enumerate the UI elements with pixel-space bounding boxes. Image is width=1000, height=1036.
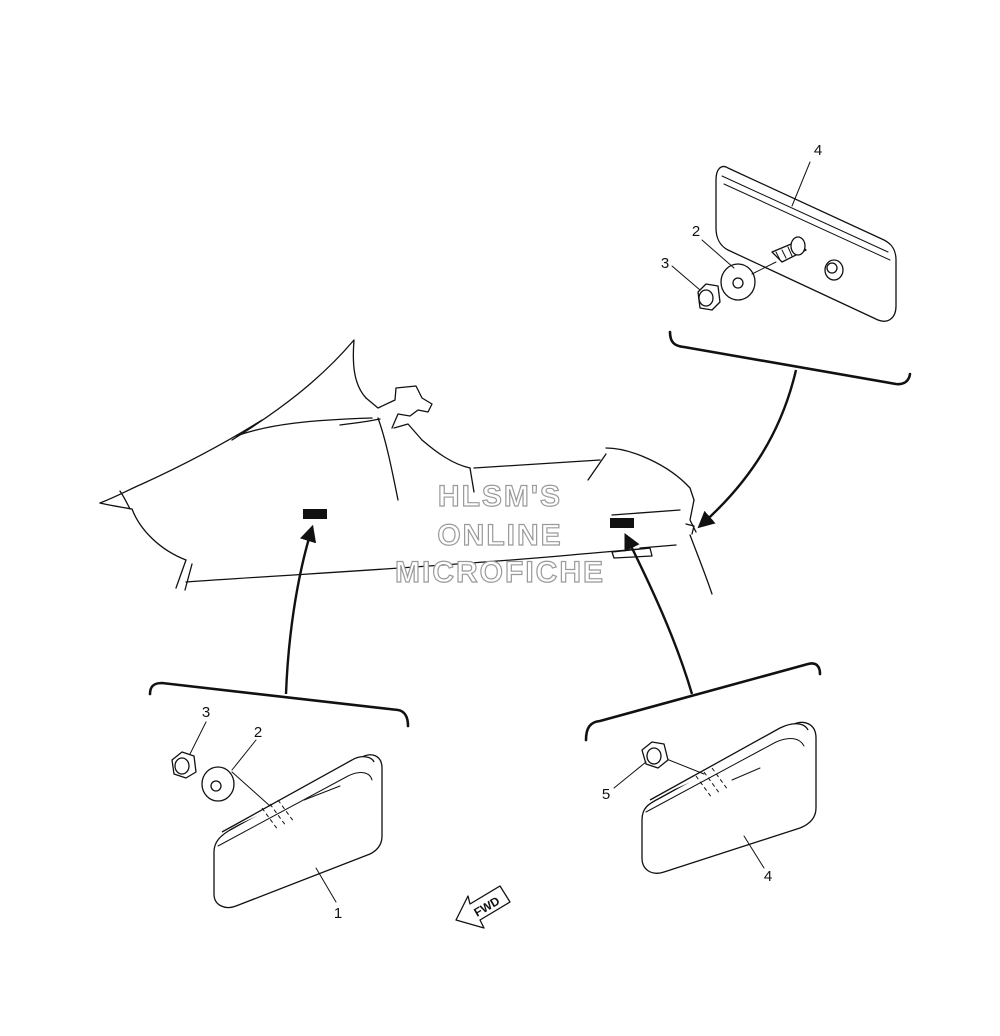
- snowmobile-outline: [99, 339, 713, 595]
- front-reflector-location-marker: [303, 509, 327, 519]
- watermark-line-2: ONLINE: [437, 519, 562, 552]
- callout-left-part-2: 2: [254, 724, 262, 741]
- callout-left-part-1: 1: [334, 905, 342, 922]
- watermark-line-3: MICROFICHE: [395, 556, 605, 589]
- callout-right-part-4: 4: [764, 868, 772, 885]
- watermark-line-1: HLSM'S: [438, 480, 562, 513]
- forward-direction-arrow: FWD: [455, 885, 511, 929]
- top-detail-arrow: [697, 369, 798, 529]
- callout-left-part-3: 3: [202, 704, 210, 721]
- callout-top-part-4: 4: [814, 142, 822, 159]
- right-detail-arrow: [624, 532, 694, 695]
- left-detail-arrow: [284, 524, 317, 695]
- callout-top-part-2: 2: [692, 223, 700, 240]
- left-detail-group: [148, 681, 410, 909]
- rear-reflector-location-marker: [610, 518, 634, 528]
- top-detail-group: [668, 161, 912, 386]
- right-detail-group: [584, 662, 822, 874]
- callout-top-part-3: 3: [661, 255, 669, 272]
- callout-right-part-5: 5: [602, 786, 610, 803]
